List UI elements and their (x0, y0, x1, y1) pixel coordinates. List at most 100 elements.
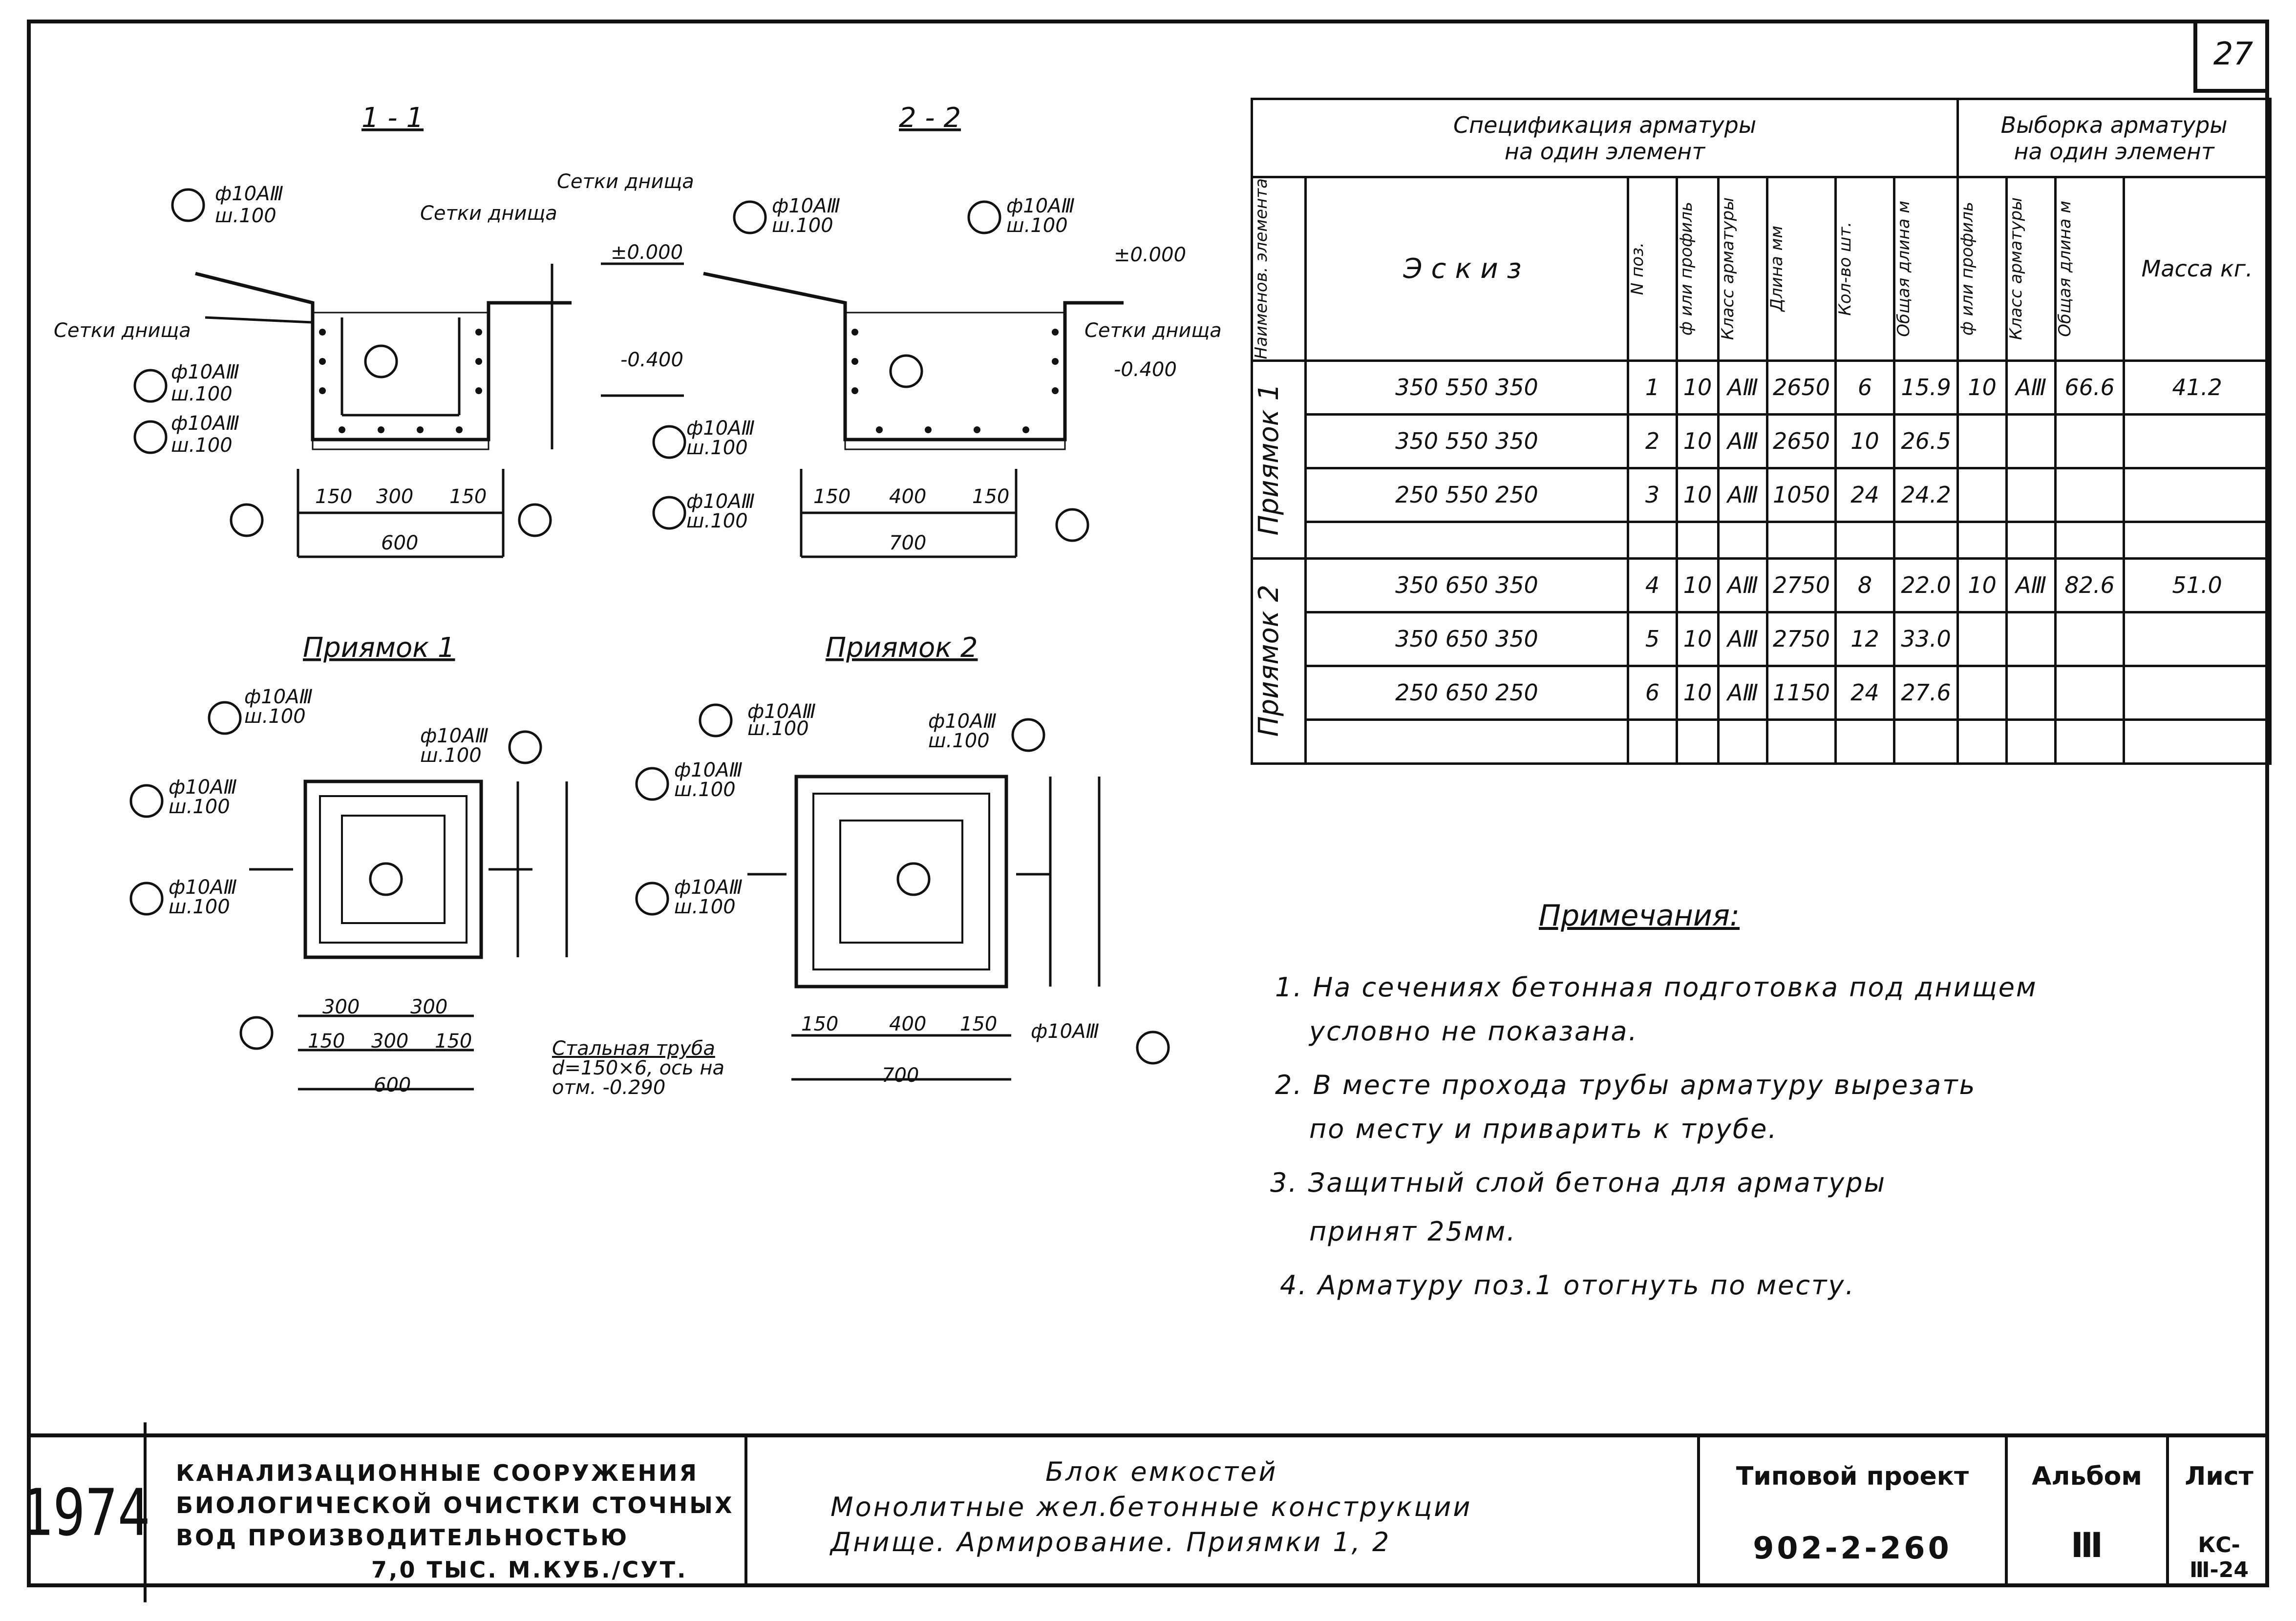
stamp-organization: КАНАЛИЗАЦИОННЫЕ СООРУЖЕНИЯ БИОЛОГИЧЕСКОЙ… (147, 1437, 747, 1587)
cell-total: 15.9 (1892, 359, 1959, 416)
dim-150-a: 150 (315, 485, 352, 508)
cell-class: АⅢ (1717, 359, 1768, 416)
h-class: Класс арматуры (1718, 197, 1738, 340)
cell-total: 24.2 (1892, 466, 1959, 523)
section-1-1-title: 1 - 1 (361, 102, 424, 134)
h-len: Длина мм (1767, 226, 1787, 312)
pipe-line-1: d=150×6, ось на (552, 1057, 724, 1079)
cell-diam: 10 (1676, 611, 1720, 667)
label-step-3: ш.100 (171, 434, 233, 457)
label-step-p2-6b: ш.100 (674, 779, 736, 801)
label-setki-dnischa-2: Сетки днища (54, 319, 191, 342)
pipe-line-2: отм. -0.290 (552, 1076, 665, 1099)
cell-len: 2750 (1766, 611, 1837, 667)
cell-len: 1050 (1766, 466, 1837, 523)
stamp-title: Блок емкостей Монолитные жел.бетонные ко… (747, 1437, 1700, 1587)
stamp-typical-project: Типовой проект 902-2-260 (1700, 1437, 2008, 1587)
label-rebar-p1-3: ф10АⅢ (244, 686, 313, 708)
elev-top-2: ±0.000 (1114, 244, 1186, 266)
sketch-cell: 250 650 250 (1304, 664, 1629, 721)
stamp-sheet: Лист КС-Ⅲ-24 (2185, 1462, 2253, 1582)
note-1b: условно не показана. (1309, 1016, 1638, 1047)
sketch-cell: 250 550 250 (1304, 466, 1629, 523)
label-step-1: ш.100 (215, 205, 276, 227)
label-step-p1-3: ш.100 (244, 705, 306, 728)
h-qty: Кол-во шт. (1835, 222, 1855, 316)
dim-150-d: 150 (972, 485, 1009, 508)
pit-1-title: Приямок 1 (303, 632, 455, 664)
h-diam: ф или профиль (1677, 202, 1697, 336)
label-rebar-5: ф10АⅢ (1006, 195, 1075, 217)
page-number: 27 (2193, 20, 2269, 93)
cell-qty: 24 (1834, 664, 1895, 721)
cell-mass: 41.2 (2123, 359, 2272, 416)
cell-qty: 8 (1834, 557, 1895, 613)
cell-total: 26.5 (1892, 413, 1959, 469)
cell-sel-len: 66.6 (2054, 359, 2126, 416)
cell-diam: 10 (1676, 413, 1720, 469)
label-rebar-3: ф10АⅢ (171, 412, 239, 435)
h-sel-diam: ф или профиль (1957, 202, 1977, 336)
cell-diam: 10 (1676, 557, 1720, 613)
label-step-5b: ш.100 (686, 510, 748, 532)
dim-600-b: 600 (374, 1074, 411, 1096)
title-block: 1974 КАНАЛИЗАЦИОННЫЕ СООРУЖЕНИЯ БИОЛОГИЧ… (21, 1422, 2269, 1602)
h-sketch: Эскиз (1304, 176, 1629, 362)
cell-sel-len: 82.6 (2054, 557, 2126, 613)
label-rebar-7: ф10АⅢ (686, 417, 755, 440)
label-setki-dnischa-1: Сетки днища (420, 202, 557, 225)
elev-bot-1: -0.400 (620, 349, 683, 371)
cell-mass: 51.0 (2123, 557, 2272, 613)
cell-qty: 10 (1834, 413, 1895, 469)
cell-class: АⅢ (1717, 611, 1768, 667)
dim-150-e: 150 (308, 1030, 345, 1053)
sketch-cell: 350 650 350 (1304, 611, 1629, 667)
cell-pos: 4 (1627, 557, 1678, 613)
label-step-p2-6: ш.100 (747, 717, 809, 740)
note-2: 2. В месте прохода трубы арматуру выреза… (1275, 1070, 1977, 1100)
cell-class: АⅢ (1717, 664, 1768, 721)
dim-400-b: 400 (889, 1013, 926, 1035)
section-1-1 (133, 188, 684, 558)
dim-700-b: 700 (882, 1064, 919, 1087)
sketch-cell: 350 550 350 (1304, 359, 1629, 416)
dim-150-c: 150 (813, 485, 850, 508)
cell-pos: 1 (1627, 359, 1678, 416)
note-4: 4. Арматуру поз.1 отогнуть по месту. (1280, 1270, 1855, 1301)
label-setki-dnischa-3: Сетки днища (557, 170, 694, 193)
label-step-5: ш.100 (1006, 214, 1068, 237)
drawings-area: 1 - 1 2 - 2 Приямок 1 Приямок 2 Сетки дн… (54, 102, 1222, 1099)
note-3: 3. Защитный слой бетона для арматуры (1270, 1167, 1887, 1198)
dim-150-h: 150 (960, 1013, 997, 1035)
cell-sel-diam: 10 (1956, 359, 2008, 416)
h-element-name: Наименов. элемента (1252, 178, 1272, 359)
cell-sel-class: АⅢ (2005, 359, 2057, 416)
sketch-cell: 350 650 350 (1304, 557, 1629, 613)
table-row: Приямок 1 350 550 350 1 10 АⅢ 2650 6 15.… (1251, 359, 2272, 560)
cell-sel-diam: 10 (1956, 557, 2008, 613)
section-2-2 (652, 200, 1124, 558)
dim-300-b: 300 (322, 996, 360, 1018)
cell-diam: 10 (1676, 359, 1720, 416)
label-step-p2-5: ш.100 (928, 730, 990, 752)
elev-top-1: ±0.000 (611, 241, 683, 264)
table-row: 350 550 350 2 10 АⅢ 2650 10 26.5 (1252, 413, 2272, 469)
stamp-album: Альбом Ⅲ (2008, 1437, 2169, 1587)
table-row: 350 650 350 5 10 АⅢ 2750 12 33.0 (1252, 611, 2272, 667)
cell-len: 1150 (1766, 664, 1837, 721)
note-1: 1. На сечениях бетонная подготовка под д… (1275, 972, 2038, 1003)
dim-150-f: 150 (435, 1030, 472, 1053)
cell-pos: 5 (1627, 611, 1678, 667)
cell-qty: 24 (1834, 466, 1895, 523)
cell-len: 2750 (1766, 557, 1837, 613)
label-rebar-p2-6b: ф10АⅢ (674, 759, 743, 781)
cell-total: 33.0 (1892, 611, 1959, 667)
cell-sel-class: АⅢ (2005, 557, 2057, 613)
dim-300-d: 300 (371, 1030, 408, 1053)
drawing-frame (27, 20, 2269, 1587)
label-step-7: ш.100 (686, 437, 748, 459)
notes-heading: Примечания: (1539, 899, 1740, 933)
label-step-p1-2b: ш.100 (169, 896, 230, 918)
